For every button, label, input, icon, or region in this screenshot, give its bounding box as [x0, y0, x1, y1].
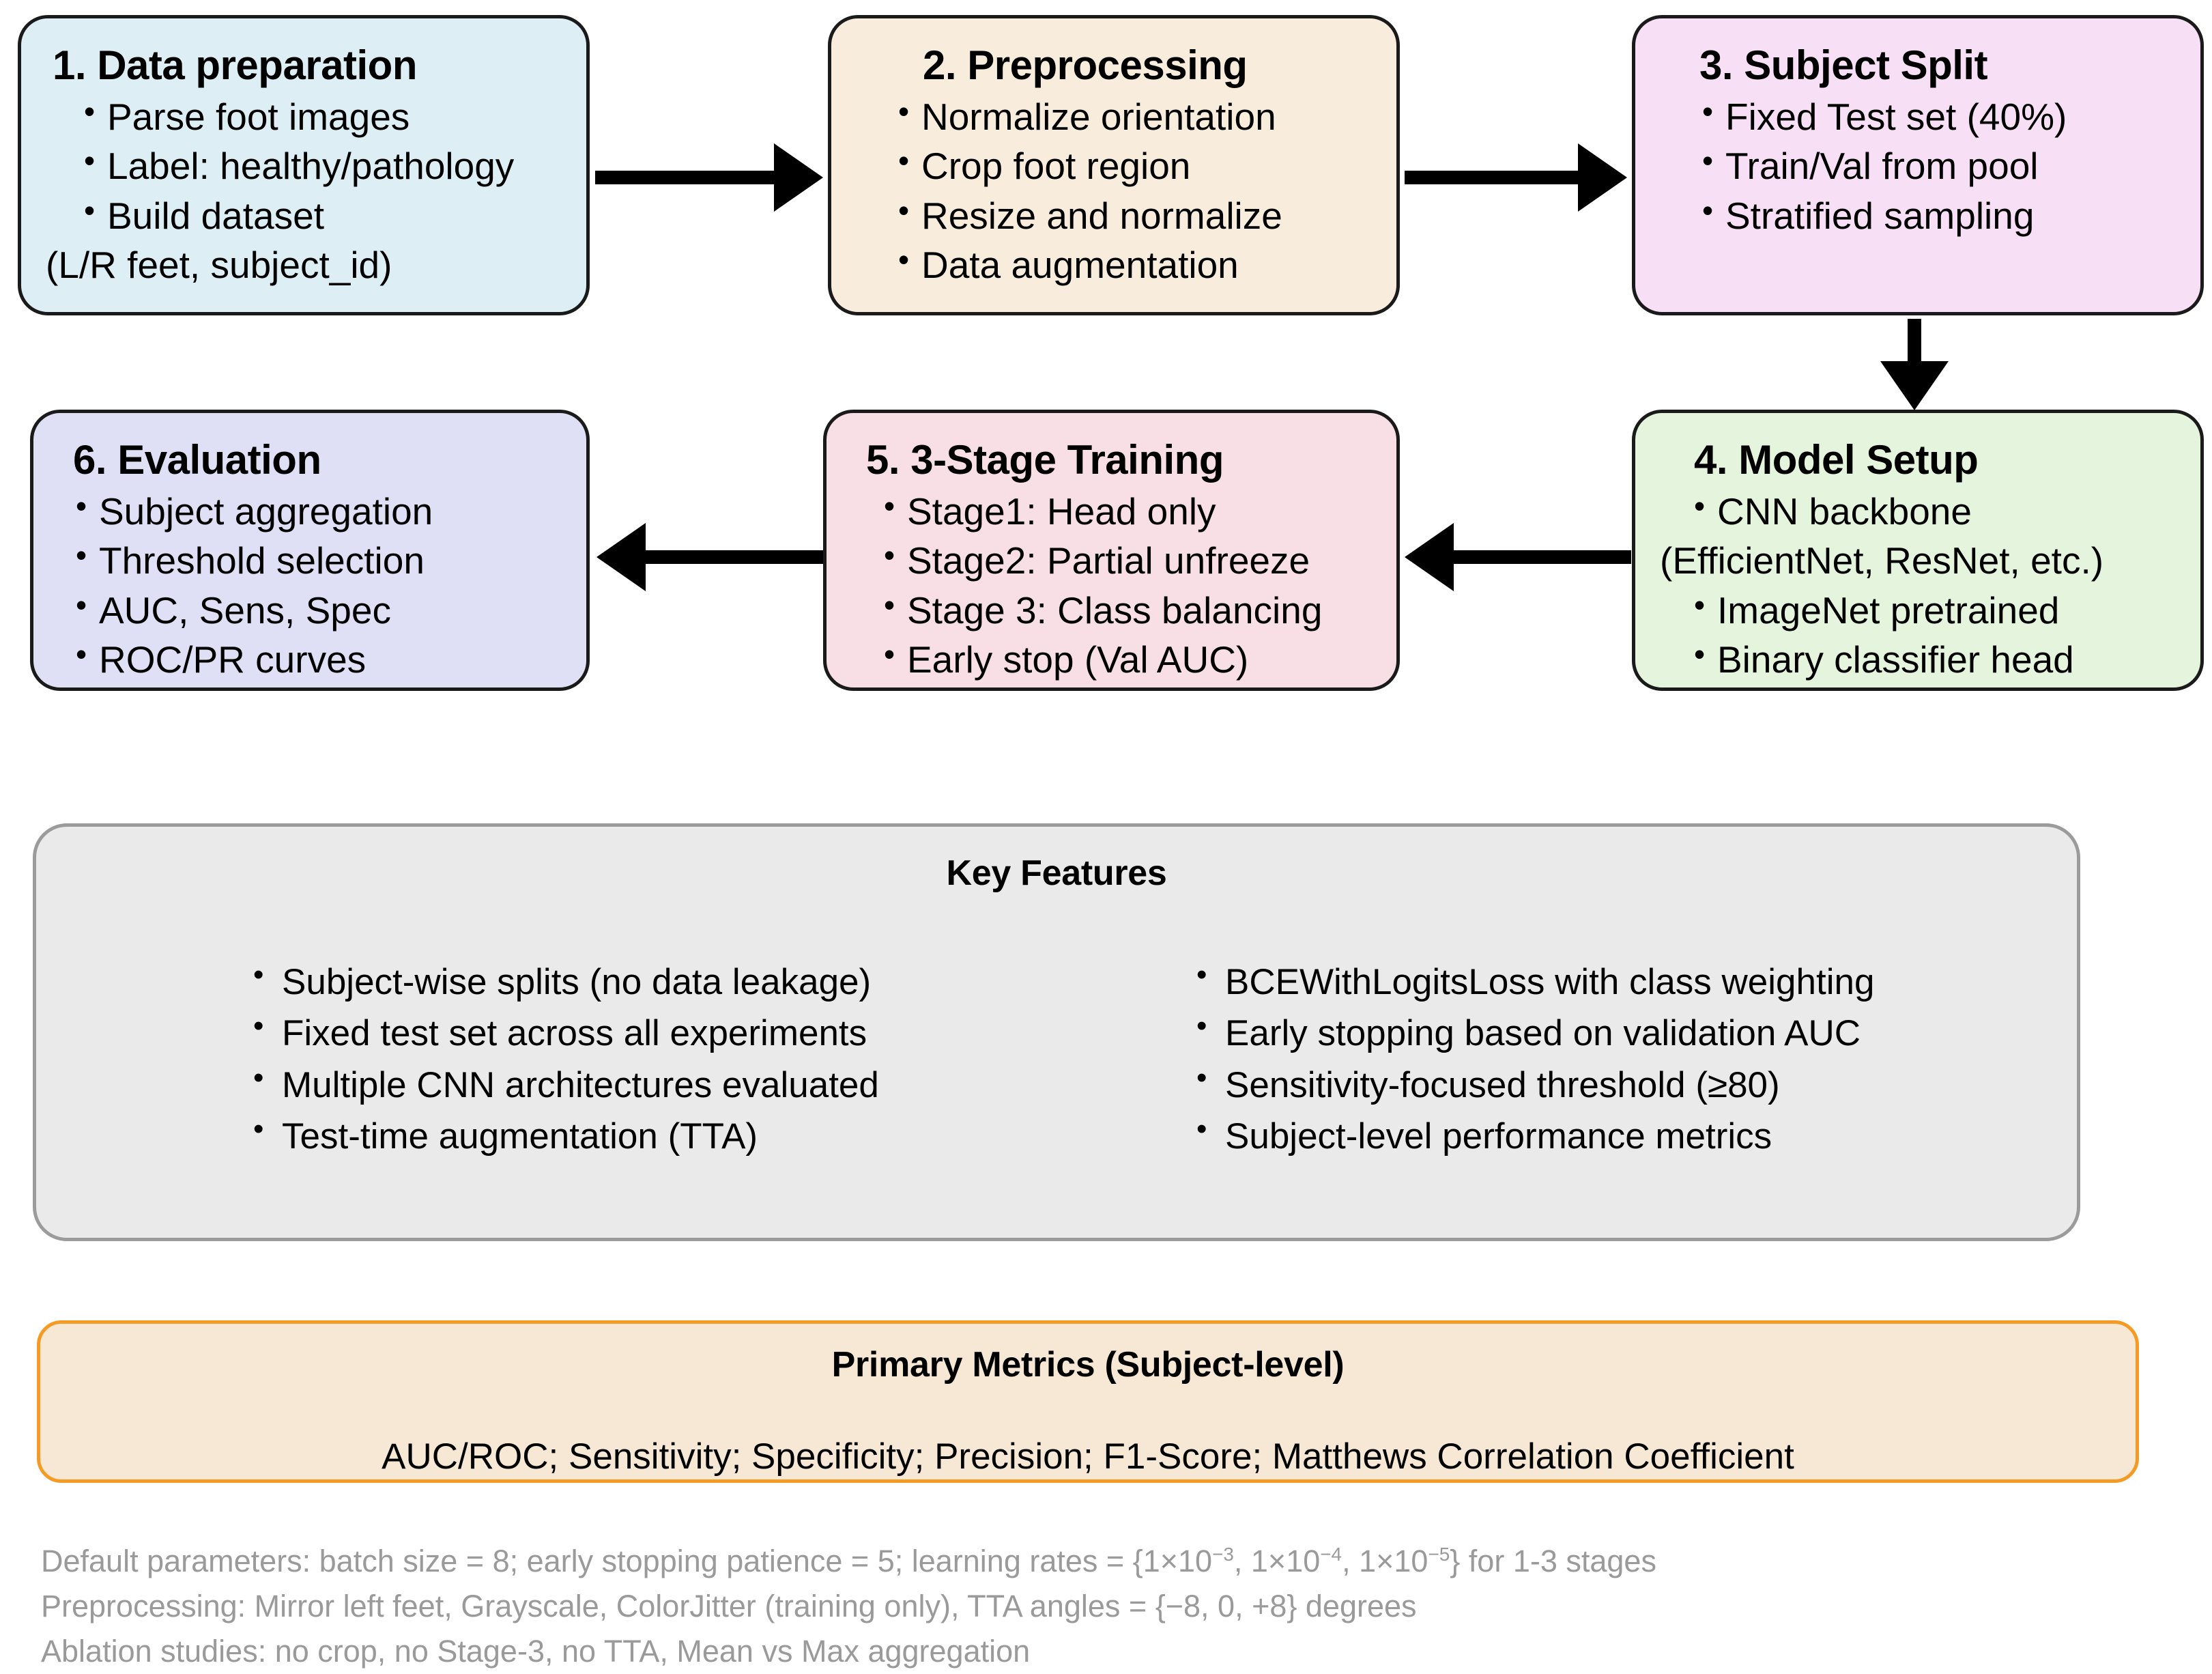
footer-exponent-2: −4 — [1320, 1544, 1342, 1565]
flow-bullet: Data augmentation — [898, 239, 1373, 290]
flow-bullet: Subject aggregation — [76, 485, 563, 537]
key-feature-item: Fixed test set across all experiments — [253, 1005, 1057, 1059]
footer-line1-mid1: , 1×10 — [1233, 1544, 1321, 1578]
key-feature-item: Subject-level performance metrics — [1196, 1108, 2077, 1162]
flow-bullet: ROC/PR curves — [76, 634, 563, 685]
key-features-columns: Subject-wise splits (no data leakage) Fi… — [36, 954, 2077, 1162]
flow-step-bullets: Parse foot images Label: healthy/patholo… — [44, 91, 563, 241]
key-features-left-column: Subject-wise splits (no data leakage) Fi… — [36, 954, 1057, 1162]
key-feature-item: Multiple CNN architectures evaluated — [253, 1056, 1057, 1111]
flow-step-3-stage-training: 5. 3-Stage Training Stage1: Head only St… — [823, 410, 1400, 691]
footer-notes: Default parameters: batch size = 8; earl… — [41, 1539, 2157, 1674]
flow-bullet: Crop foot region — [898, 140, 1373, 191]
key-feature-item: Subject-wise splits (no data leakage) — [253, 954, 1057, 1008]
key-features-right-column: BCEWithLogitsLoss with class weighting E… — [1057, 954, 2077, 1162]
flow-step-title: 1. Data preparation — [53, 42, 418, 88]
flow-bullet: Stratified sampling — [1702, 190, 2177, 241]
flow-bullet: Binary classifier head — [1694, 634, 2177, 685]
flow-step-bullets: Fixed Test set (40%) Train/Val from pool… — [1658, 91, 2177, 241]
footer-line1-prefix: Default parameters: batch size = 8; earl… — [41, 1544, 1213, 1578]
primary-metrics-list: AUC/ROC; Sensitivity; Specificity; Preci… — [382, 1436, 1794, 1477]
flow-step-bullets: Subject aggregation Threshold selection … — [57, 485, 563, 685]
primary-metrics-panel: Primary Metrics (Subject-level) AUC/ROC;… — [37, 1320, 2139, 1483]
flow-step-note: (EfficientNet, ResNet, etc.) — [1660, 539, 2104, 582]
flow-step-bullets: CNN backbone — [1658, 485, 2177, 537]
flow-bullet: Label: healthy/pathology — [84, 140, 563, 191]
flow-bullet: CNN backbone — [1694, 485, 2177, 537]
flow-step-note: (L/R feet, subject_id) — [46, 244, 392, 287]
flow-step-preprocessing: 2. Preprocessing Normalize orientation C… — [828, 15, 1400, 315]
footer-note-preprocessing: Preprocessing: Mirror left feet, Graysca… — [41, 1589, 1417, 1624]
footer-exponent-1: −3 — [1212, 1544, 1234, 1565]
flow-step-title: 3. Subject Split — [1699, 42, 1988, 88]
key-features-heading: Key Features — [946, 853, 1167, 893]
flow-step-title: 4. Model Setup — [1694, 437, 1979, 483]
flow-step-bullets: ImageNet pretrained Binary classifier he… — [1658, 584, 2177, 685]
flow-bullet: Normalize orientation — [898, 91, 1373, 142]
flow-step-evaluation: 6. Evaluation Subject aggregation Thresh… — [30, 410, 590, 691]
flow-step-title: 2. Preprocessing — [923, 42, 1248, 88]
flow-step-data-preparation: 1. Data preparation Parse foot images La… — [18, 15, 590, 315]
key-feature-item: Sensitivity-focused threshold (≥80) — [1196, 1056, 2077, 1111]
footer-line1-suffix: } for 1-3 stages — [1450, 1544, 1656, 1578]
footer-line1-mid2: , 1×10 — [1342, 1544, 1428, 1578]
flow-step-bullets: Normalize orientation Crop foot region R… — [854, 91, 1373, 290]
flow-bullet: Parse foot images — [84, 91, 563, 142]
flow-step-subject-split: 3. Subject Split Fixed Test set (40%) Tr… — [1632, 15, 2204, 315]
flow-bullet: Train/Val from pool — [1702, 140, 2177, 191]
footer-exponent-3: −5 — [1428, 1544, 1450, 1565]
flow-step-title: 5. 3-Stage Training — [866, 437, 1224, 483]
flow-step-model-setup: 4. Model Setup CNN backbone (EfficientNe… — [1632, 410, 2204, 691]
key-feature-item: Test-time augmentation (TTA) — [253, 1108, 1057, 1162]
flow-bullet: ImageNet pretrained — [1694, 584, 2177, 636]
flow-bullet: Stage 3: Class balancing — [884, 584, 1373, 636]
flow-step-bullets: Stage1: Head only Stage2: Partial unfree… — [850, 485, 1373, 685]
footer-note-default-parameters: Default parameters: batch size = 8; earl… — [41, 1539, 2157, 1584]
flow-step-title: 6. Evaluation — [73, 437, 321, 483]
flow-bullet: AUC, Sens, Spec — [76, 584, 563, 636]
key-feature-item: BCEWithLogitsLoss with class weighting — [1196, 954, 2077, 1008]
flow-bullet: Fixed Test set (40%) — [1702, 91, 2177, 142]
flow-bullet: Stage1: Head only — [884, 485, 1373, 537]
primary-metrics-heading: Primary Metrics (Subject-level) — [831, 1345, 1345, 1385]
flow-bullet: Early stop (Val AUC) — [884, 634, 1373, 685]
footer-note-ablation: Ablation studies: no crop, no Stage-3, n… — [41, 1634, 1031, 1669]
flow-bullet: Resize and normalize — [898, 190, 1373, 241]
flow-bullet: Build dataset — [84, 190, 563, 241]
flow-bullet: Stage2: Partial unfreeze — [884, 535, 1373, 586]
flow-bullet: Threshold selection — [76, 535, 563, 586]
key-feature-item: Early stopping based on validation AUC — [1196, 1005, 2077, 1059]
key-features-panel: Key Features Subject-wise splits (no dat… — [33, 823, 2080, 1241]
